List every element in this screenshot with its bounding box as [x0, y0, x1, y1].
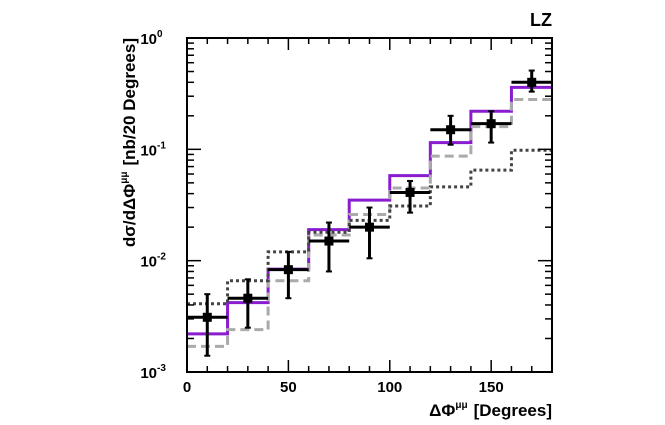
y-tick-label: 10	[140, 365, 157, 382]
y-tick-label: 10	[140, 31, 157, 48]
data-marker	[446, 125, 456, 135]
data-marker	[527, 77, 537, 87]
data-point	[268, 250, 309, 300]
y-axis-title-tail: [nb/20 Degrees]	[120, 38, 139, 166]
data-marker	[324, 236, 334, 246]
y-tick-base: 10	[140, 254, 157, 271]
y-tick-exponent: -3	[157, 363, 166, 374]
axis-ticks	[186, 38, 553, 373]
x-axis-title-tail: [Degrees]	[474, 401, 552, 420]
data-point	[227, 278, 269, 329]
data-point	[308, 221, 350, 273]
data-point	[349, 206, 390, 260]
y-tick-base: 10	[140, 142, 157, 159]
y-tick-exponent: -2	[157, 252, 166, 263]
model-curve-solid	[187, 85, 552, 336]
x-axis-title-main: ΔΦ	[429, 401, 455, 420]
x-tick-label: 50	[280, 379, 297, 396]
x-tick-label: 100	[377, 379, 402, 396]
x-axis-title-sup: μμ	[455, 400, 467, 411]
y-tick-exponent: 0	[157, 29, 163, 40]
x-tick-label: 0	[183, 379, 191, 396]
y-tick-base: 10	[140, 365, 157, 382]
x-axis-title: ΔΦμμ [Degrees]	[429, 400, 552, 420]
data-marker	[283, 265, 293, 275]
corner-label: LZ	[530, 10, 552, 30]
data-marker	[486, 119, 496, 129]
data-point	[187, 293, 228, 357]
data-marker	[405, 187, 415, 197]
data-point	[470, 110, 512, 144]
data-points	[187, 69, 552, 357]
y-tick-label: 10	[140, 254, 157, 271]
x-tick-label: 150	[479, 379, 504, 396]
data-point	[389, 179, 431, 214]
data-marker	[365, 222, 374, 232]
y-axis-title-main: dσ/dΔΦ	[120, 184, 139, 247]
y-axis-title: dσ/dΔΦμμ [nb/20 Degrees]	[119, 38, 139, 247]
data-marker	[202, 312, 212, 322]
y-axis-title-sup: μμ	[119, 172, 130, 184]
plot-frame	[186, 37, 553, 373]
y-tick-base: 10	[140, 31, 157, 48]
y-tick-exponent: -1	[157, 140, 166, 151]
data-marker	[243, 293, 253, 303]
y-tick-label: 10	[140, 142, 157, 159]
data-point	[430, 114, 471, 146]
